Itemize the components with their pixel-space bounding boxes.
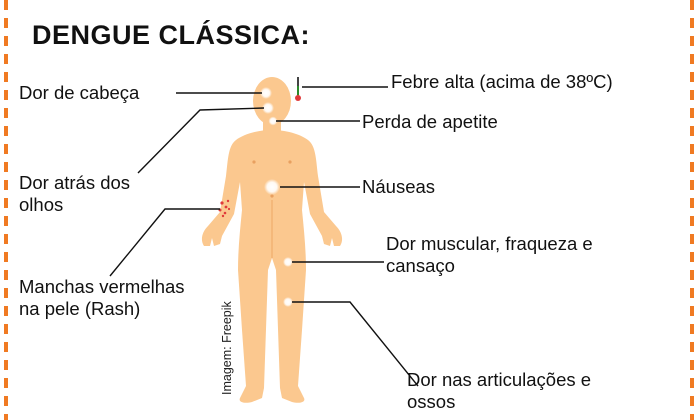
- label-muscle: Dor muscular, fraqueza e cansaço: [386, 233, 593, 277]
- right-dashed-border: [690, 0, 694, 420]
- marker-stomach: [264, 179, 280, 195]
- symptom-markers: [260, 87, 293, 307]
- label-appetite: Perda de apetite: [362, 111, 498, 132]
- label-headache: Dor de cabeça: [19, 82, 140, 103]
- rash-spot: [220, 201, 224, 205]
- label-joints: Dor nas articulações e ossos: [407, 369, 591, 413]
- figure-chest-right: [288, 160, 292, 164]
- rash-spot: [221, 214, 225, 218]
- label-eyes-line1: Dor atrás dos: [19, 172, 131, 193]
- figure-body: [201, 130, 343, 403]
- figure-chest-left: [252, 160, 256, 164]
- rash-spot: [226, 199, 230, 203]
- label-eyes: Dor atrás dos olhos: [19, 172, 130, 216]
- rash-spot: [224, 205, 228, 209]
- marker-thigh: [283, 257, 293, 267]
- label-muscle-line2: cansaço: [386, 255, 455, 276]
- rash-spot: [227, 207, 231, 211]
- label-joints-line2: ossos: [407, 391, 456, 412]
- marker-eye: [262, 102, 274, 114]
- marker-mouth: [268, 116, 278, 126]
- label-joints-line1: Dor nas articulações e: [407, 369, 592, 390]
- left-dashed-border: [4, 0, 8, 420]
- thermometer-icon: [295, 77, 301, 101]
- label-rash: Manchas vermelhas na pele (Rash): [19, 276, 185, 320]
- leader-lines: [109, 86, 419, 387]
- marker-head: [260, 87, 272, 99]
- line-rash: [109, 208, 220, 277]
- page-title: DENGUE CLÁSSICA:: [32, 20, 311, 50]
- label-eyes-line2: olhos: [19, 194, 64, 215]
- label-rash-line2: na pele (Rash): [19, 298, 141, 319]
- line-joints: [292, 301, 419, 387]
- figure-navel: [270, 194, 274, 198]
- label-fever: Febre alta (acima de 38ºC): [391, 71, 613, 92]
- rash-spot: [223, 211, 227, 215]
- marker-knee: [283, 297, 293, 307]
- label-muscle-line1: Dor muscular, fraqueza e: [386, 233, 593, 254]
- label-rash-line1: Manchas vermelhas: [19, 276, 185, 297]
- label-nausea: Náuseas: [362, 176, 436, 197]
- image-credit: Imagem: Freepik: [220, 301, 234, 395]
- line-eyes: [137, 107, 265, 174]
